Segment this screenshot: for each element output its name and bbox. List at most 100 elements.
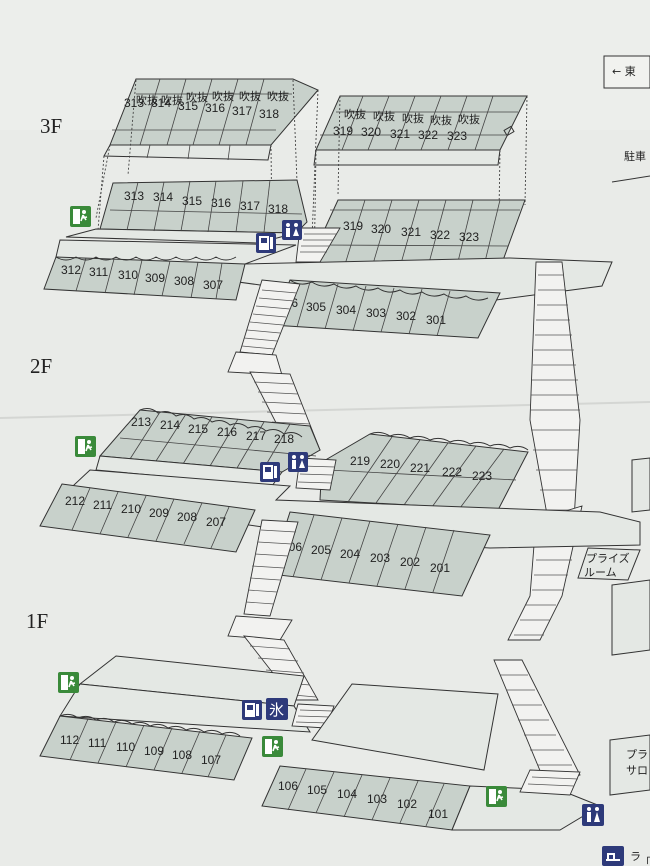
f3-back-right-labels: 319 320 321 322 323 [343, 219, 479, 244]
atrium-label: 吹抜 [212, 89, 234, 103]
room-number-label: 213 [131, 415, 151, 429]
room-number-label: 209 [149, 506, 169, 520]
room-number-label: 321 [390, 127, 410, 141]
atrium-label: 吹抜 [239, 89, 261, 103]
atrium-label: 吹抜 [161, 93, 183, 107]
f3-front-left-rooms [43, 256, 246, 301]
atrium-label: 吹抜 [373, 109, 395, 123]
parking-label: 駐車 [624, 149, 646, 163]
room-number-label: 208 [177, 510, 197, 524]
room-number-label: 317 [240, 199, 260, 213]
atrium-label: 吹抜 [458, 112, 480, 126]
room-number-label: 202 [400, 555, 420, 569]
room-number-label: 201 [430, 561, 450, 575]
room-number-label: 315 [178, 99, 198, 113]
room-number-label: 318 [268, 202, 288, 216]
atrium-label: 吹抜 [136, 93, 158, 107]
f1-right-label-1: プラ [626, 748, 648, 761]
room-number-label: 323 [447, 129, 467, 143]
room-number-label: 212 [65, 494, 85, 508]
f1-right-label-2: サロ [626, 764, 648, 777]
atrium-label: 吹抜 [344, 107, 366, 121]
prize-room-label-1: プライズ [586, 551, 630, 565]
room-number-label: 112 [60, 733, 79, 747]
room-number-label: 301 [426, 313, 446, 327]
room-number-label: 310 [118, 268, 138, 282]
f3-atrium-right-labels: 吹抜 吹抜 吹抜 吹抜 吹抜 319 320 321 322 323 [333, 107, 480, 143]
f1-front-right-labels: 106 105 104 103 102 101 [278, 779, 448, 821]
atrium-label: 吹抜 [402, 111, 424, 125]
room-number-label: 317 [232, 104, 252, 118]
room-number-label: 205 [311, 543, 331, 557]
room-number-label: 314 [151, 96, 171, 110]
room-number-label: 109 [144, 744, 164, 758]
room-number-label: 105 [307, 783, 327, 797]
prize-room-label-2: ルーム [584, 566, 617, 579]
room-number-label: 210 [121, 502, 141, 516]
room-number-label: 320 [371, 222, 391, 236]
room-number-label: 322 [430, 228, 450, 242]
east-arrow-label: ← 東 [612, 65, 636, 78]
room-number-label: 318 [259, 107, 279, 121]
room-number-label: 106 [278, 779, 298, 793]
room-number-label: 103 [367, 792, 387, 806]
floor-1f: 112 111 110 109 108 107 106 105 104 103 … [39, 655, 624, 866]
f3-atrium-left-labels: 吹抜 吹抜 吹抜 吹抜 吹抜 吹抜 313 314 315 316 317 31… [124, 89, 289, 121]
floor-label-2f: 2F [30, 354, 52, 378]
prize-room [577, 547, 641, 581]
room-number-label: 215 [188, 422, 208, 436]
room-number-label: 319 [343, 219, 363, 233]
room-number-label: 223 [472, 469, 492, 483]
room-number-label: 321 [401, 225, 421, 239]
room-number-label: 316 [211, 196, 231, 210]
right-side-partial: ← 東 駐車 プラ サロ ラ 「 [603, 55, 650, 866]
vending-machine-icon-1f [242, 700, 262, 720]
room-number-label: 214 [160, 418, 180, 432]
room-number-label: 101 [428, 807, 448, 821]
f2-back-left-labels: 213 214 215 216 217 218 [131, 415, 294, 446]
floor-label-3f: 3F [40, 114, 62, 138]
floor-2f: 213 214 215 216 217 218 219 220 221 222 … [39, 408, 641, 597]
vending-machine-icon [256, 233, 276, 253]
room-number-label: 102 [397, 797, 417, 811]
room-number-label: 308 [174, 274, 194, 288]
vending-machine-icon-2f [260, 462, 280, 482]
f2-front-left-labels: 212 211 210 209 208 207 [65, 494, 226, 529]
room-number-label: 323 [459, 230, 479, 244]
f1-front-left-rooms [39, 715, 253, 781]
emergency-exit-icon-1f-center [262, 736, 283, 757]
ice-machine-icon: 氷 [266, 698, 288, 720]
staircase-left-lower [227, 519, 319, 701]
room-number-label: 302 [396, 309, 416, 323]
room-number-label: 313 [124, 96, 144, 110]
f1-front-left-labels: 112 111 110 109 108 107 [60, 733, 221, 767]
atrium-label: 吹抜 [430, 113, 452, 127]
room-number-label: 305 [306, 300, 326, 314]
room-number-label: 203 [370, 551, 390, 565]
room-number-label: 311 [89, 265, 108, 279]
room-number-label: 319 [333, 124, 353, 138]
restroom-icon-2f [288, 452, 308, 472]
atrium-label: 吹抜 [186, 90, 208, 104]
lounge-icon [602, 846, 624, 866]
room-number-label: 204 [340, 547, 360, 561]
room-number-label: 320 [361, 125, 381, 139]
room-number-label: 221 [410, 461, 430, 475]
room-number-label: 304 [336, 303, 356, 317]
emergency-exit-icon-1f-left [58, 672, 79, 693]
room-number-label: 309 [145, 271, 165, 285]
restroom-icon-1f [582, 804, 604, 826]
f3-back-left-labels: 313 314 315 316 317 318 [124, 189, 288, 216]
room-number-label: 108 [172, 748, 192, 762]
room-number-label: 222 [442, 465, 462, 479]
room-number-label: 315 [182, 194, 202, 208]
room-number-label: 314 [153, 190, 173, 204]
room-number-label: 312 [61, 263, 81, 277]
bottom-right-label: ラ [630, 850, 641, 863]
room-number-label: 316 [205, 101, 225, 115]
room-number-label: 111 [88, 736, 107, 750]
emergency-exit-icon [70, 206, 91, 227]
room-number-label: 211 [93, 498, 112, 512]
room-number-label: 107 [201, 753, 221, 767]
